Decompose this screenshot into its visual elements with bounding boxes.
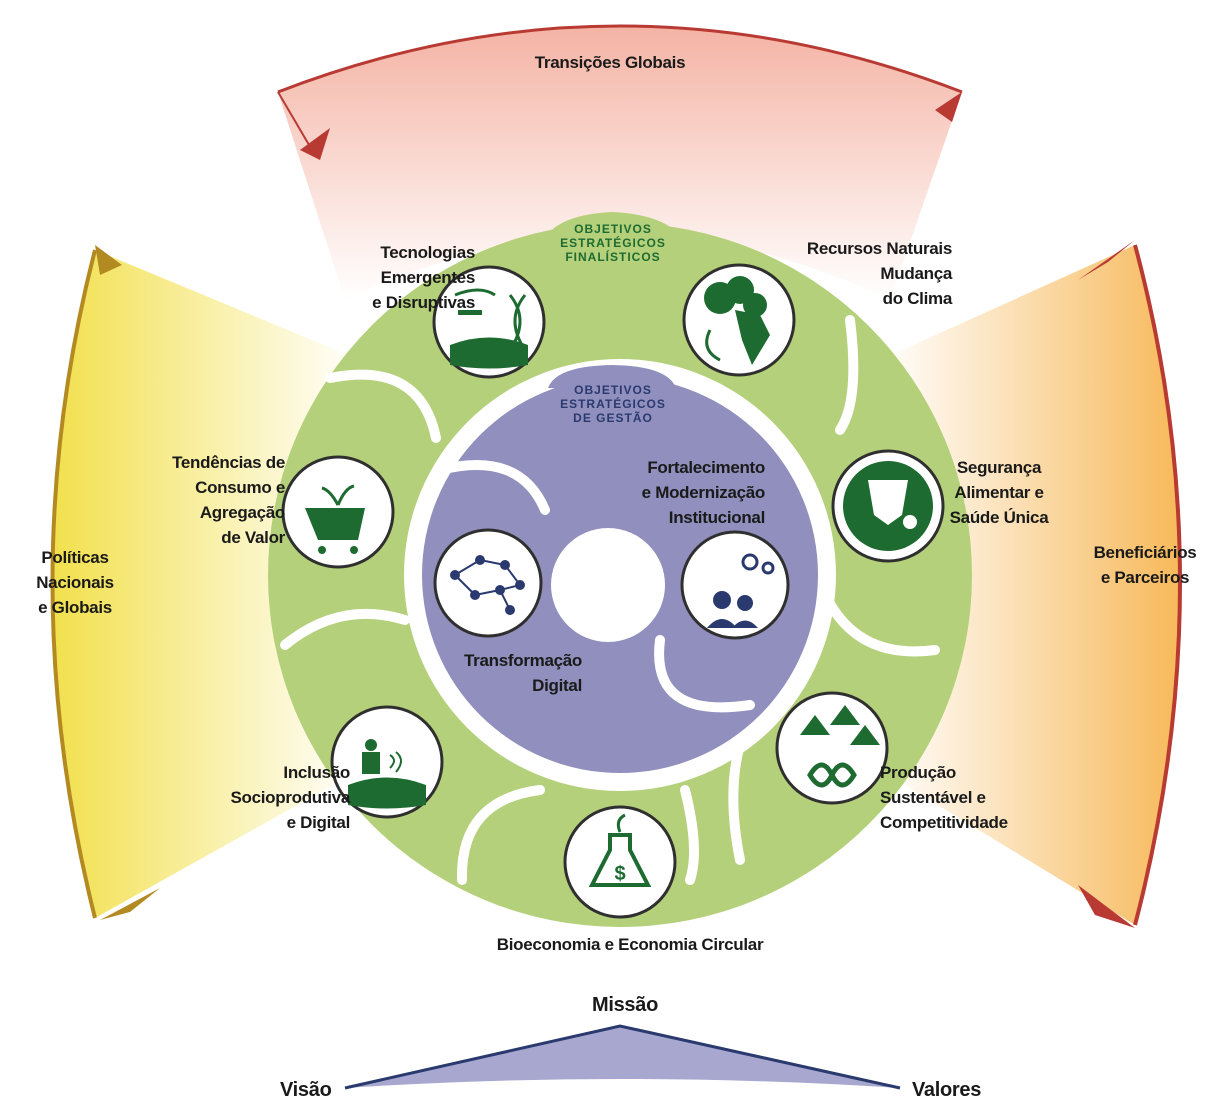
band-label-right: Beneficiários e Parceiros (1093, 543, 1197, 587)
shopping-cart-plant-icon (281, 455, 395, 569)
right-band-beneficiaries (880, 240, 1182, 928)
arrow-head-bottom-icon (1078, 885, 1135, 928)
label-institutional-strengthening: Fortalecimento e Modernização Institucio… (641, 458, 766, 527)
label-food-security: Segurança Alimentar e Saúde Única (949, 458, 1049, 527)
tag-management: OBJETIVOS ESTRATÉGICOS DE GESTÃO (560, 383, 666, 425)
arrow-head-top-icon (1078, 240, 1135, 280)
label-consumer-trends: Tendências de Consumo e Agregação de Val… (172, 453, 285, 547)
label-sustainable-production: Produção Sustentável e Competitividade (880, 763, 1008, 832)
arrows-infinity-icon (775, 691, 889, 805)
arrow-head-down-icon (100, 888, 160, 920)
tag-finalistic: OBJETIVOS ESTRATÉGICOS FINALÍSTICOS (560, 222, 666, 264)
label-bioeconomy: Bioeconomia e Economia Circular (496, 935, 764, 954)
shield-leaf-paw-icon (831, 449, 945, 563)
label-emerging-tech: Tecnologias Emergentes e Disruptivas (372, 243, 475, 312)
label-digital-transformation: Transformação Digital (464, 651, 582, 695)
band-label-left: Políticas Nacionais e Globais (36, 548, 114, 617)
label-natural-resources: Recursos Naturais Mudança do Clima (806, 239, 952, 308)
arrow-head-left-icon (300, 128, 330, 160)
arrow-head-up-icon (95, 245, 122, 275)
flask-dollar-icon: $ (563, 805, 677, 919)
people-gears-icon (680, 530, 790, 640)
top-band-global-transitions (277, 24, 963, 300)
foundation-triangle (344, 1024, 901, 1090)
label-values: Valores (912, 1079, 982, 1101)
label-socioproductive-inclusion: Inclusão Socioprodutiva e Digital (230, 763, 350, 832)
farmer-field-icon (330, 705, 444, 819)
label-vision: Visão (280, 1079, 332, 1101)
band-label-top: Transições Globais (534, 53, 686, 72)
drone-dna-icon (432, 265, 546, 379)
label-mission: Missão (591, 994, 658, 1016)
tree-brazil-map-icon (682, 263, 796, 377)
left-band-policies (50, 245, 360, 920)
network-brain-icon (433, 528, 543, 638)
management-disc (422, 365, 818, 773)
svg-text:$: $ (614, 863, 625, 885)
arrow-head-right-icon (935, 92, 962, 122)
